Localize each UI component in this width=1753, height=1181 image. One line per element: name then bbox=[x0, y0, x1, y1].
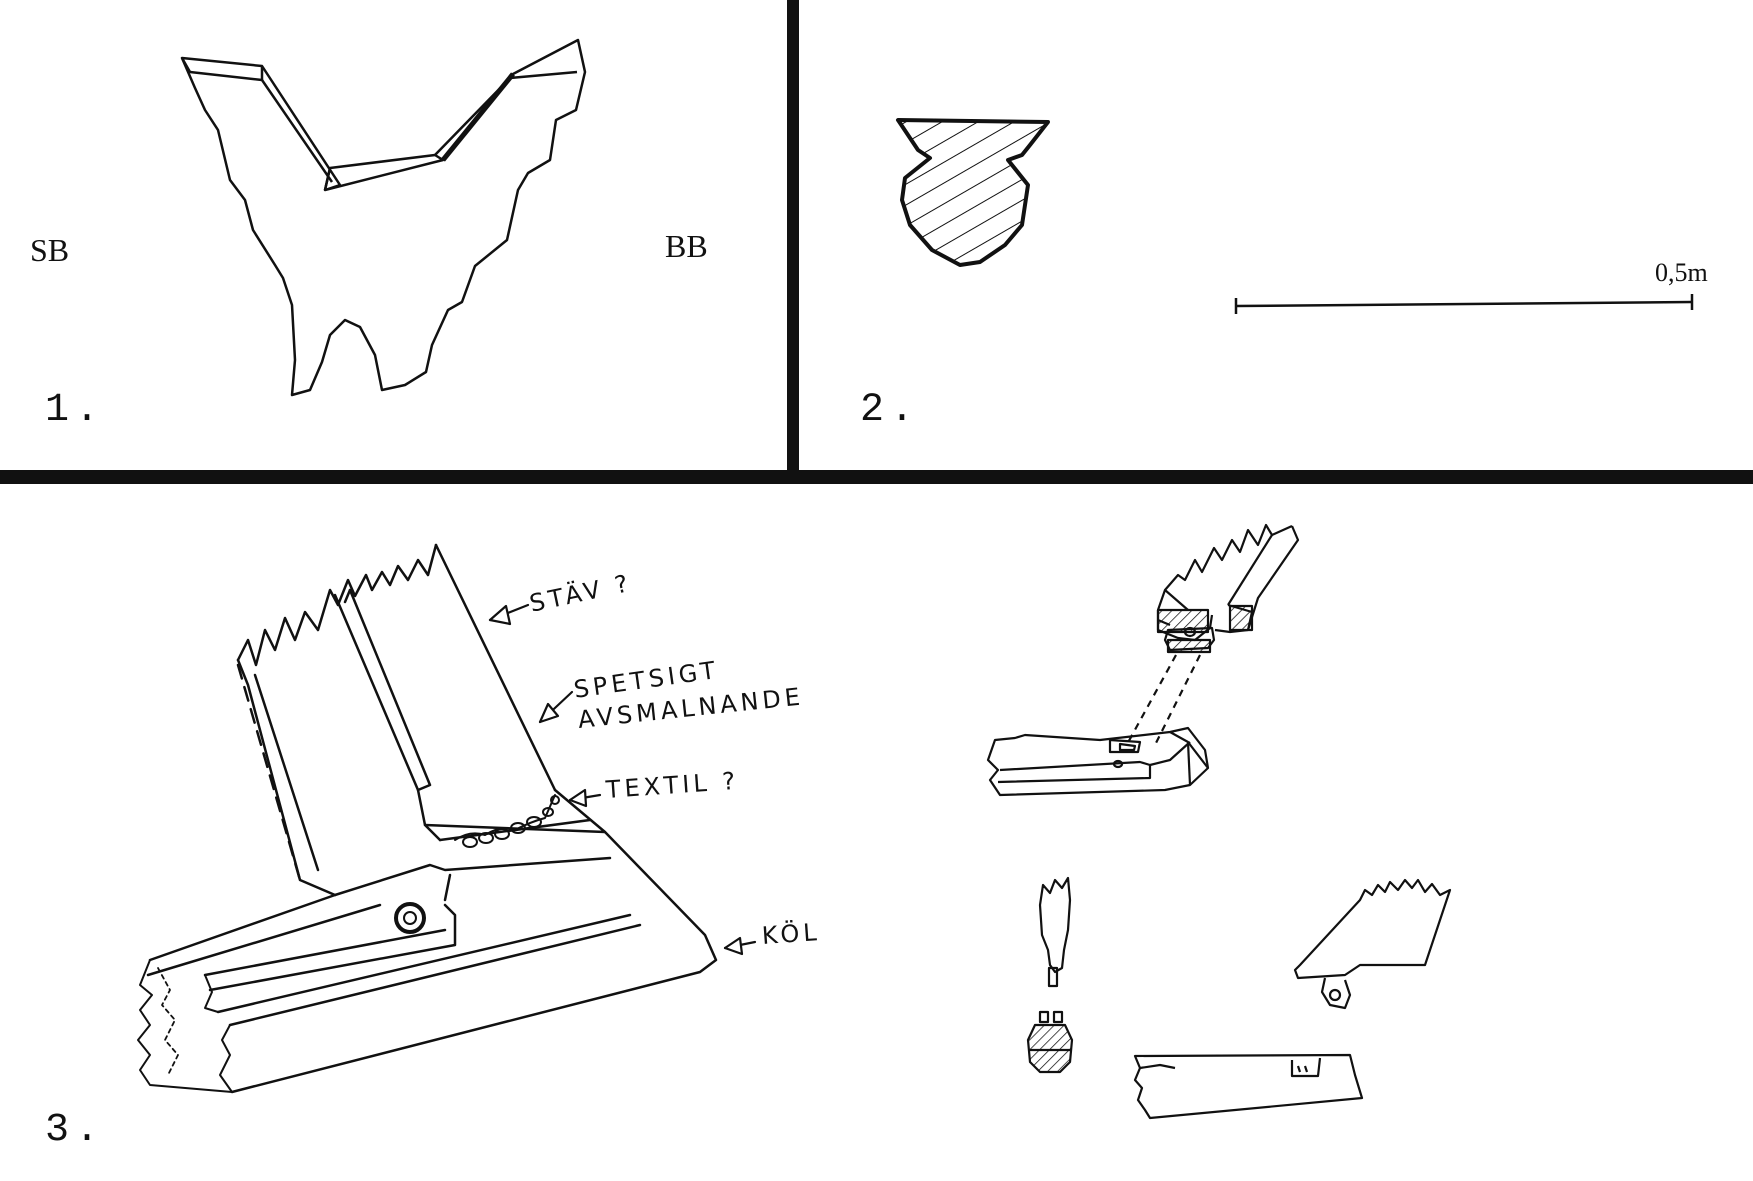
hatched-cross-section bbox=[896, 118, 1050, 267]
annotation-arrows bbox=[488, 603, 757, 956]
joint-detail-bottom bbox=[1133, 1053, 1364, 1120]
keel-cross-section bbox=[180, 38, 587, 397]
panel-number-2: 2. bbox=[860, 388, 921, 433]
stem-keel-sketch bbox=[137, 543, 718, 1094]
joint-detail-upper bbox=[1124, 523, 1300, 749]
annotation-kol: KÖL bbox=[761, 917, 822, 950]
joint-detail-right bbox=[1293, 878, 1452, 1010]
panel-number-1: 1. bbox=[45, 388, 106, 433]
panel-number-3: 3. bbox=[45, 1108, 106, 1153]
panel-dividers bbox=[0, 0, 1753, 484]
scale-bar bbox=[1234, 294, 1694, 314]
port-label: BB bbox=[665, 228, 708, 264]
scale-bar-label: 0,5m bbox=[1655, 258, 1708, 287]
joint-detail-lower bbox=[1026, 876, 1074, 1074]
starboard-label: SB bbox=[30, 232, 70, 268]
joint-detail-middle bbox=[986, 726, 1210, 797]
